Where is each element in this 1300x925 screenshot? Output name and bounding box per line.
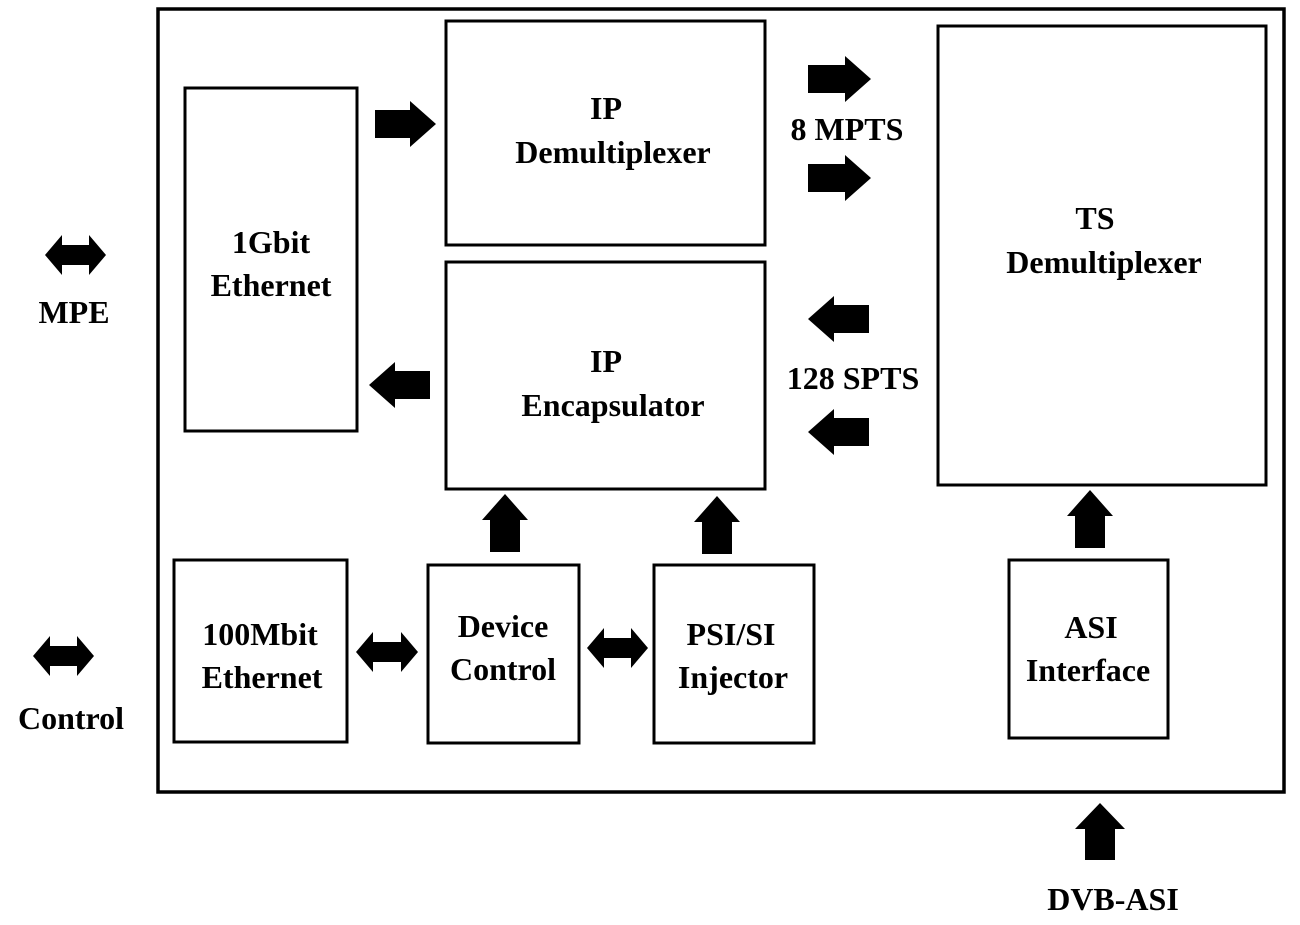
control-label: Control [18,700,124,736]
ip-demultiplexer-label-line1: IP [590,90,622,126]
ip-encapsulator-label-line2: Encapsulator [521,387,704,423]
dvb-asi-label: DVB-ASI [1047,881,1179,917]
ip-demultiplexer-label-line2: Demultiplexer [515,134,711,170]
asi-interface-label-line2: Interface [1026,652,1150,688]
asi-interface-block: ASI Interface [1007,558,1170,740]
device-control-label-line1: Device [458,608,549,644]
mpe-label: MPE [38,294,109,330]
psi-si-injector-label-line1: PSI/SI [687,616,776,652]
arrow-up-icon [1067,490,1113,548]
gbit-ethernet-label-line2: Ethernet [211,267,332,303]
ts-demultiplexer-label-line1: TS [1075,200,1114,236]
device-frame [156,7,1286,794]
ts-demultiplexer-block: TS Demultiplexer [936,24,1268,487]
psi-si-injector-label-line2: Injector [678,659,788,695]
mbit-ethernet-label-line1: 100Mbit [202,616,318,652]
mbit-ethernet-label-line2: Ethernet [202,659,323,695]
double-arrow-icon [587,628,648,668]
arrow-left-icon [808,409,869,455]
ip-encapsulator-block: IP Encapsulator [444,260,767,491]
gbit-ethernet-block: 1Gbit Ethernet [183,86,359,433]
device-control-label-line2: Control [450,651,556,687]
ts-demultiplexer-label-line2: Demultiplexer [1006,244,1202,280]
psi-si-injector-block: PSI/SI Injector [652,563,816,745]
arrow-left-icon [369,362,430,408]
double-arrow-icon [356,632,418,672]
ip-demultiplexer-block: IP Demultiplexer [444,19,767,247]
mbit-ethernet-block: 100Mbit Ethernet [172,558,349,744]
mpts-label: 8 MPTS [791,111,904,147]
arrow-up-icon [482,494,528,552]
arrow-up-icon [1075,803,1125,860]
spts-label: 128 SPTS [787,360,919,396]
double-arrow-icon [45,235,106,275]
arrow-left-icon [808,296,869,342]
device-control-block: Device Control [426,563,581,745]
arrow-right-icon [375,101,436,147]
gbit-ethernet-label-line1: 1Gbit [232,224,311,260]
arrow-right-icon [808,155,871,201]
arrow-right-icon [808,56,871,102]
ip-encapsulator-label-line1: IP [590,343,622,379]
asi-interface-label-line1: ASI [1064,609,1117,645]
arrow-up-icon [694,496,740,554]
double-arrow-icon [33,636,94,676]
